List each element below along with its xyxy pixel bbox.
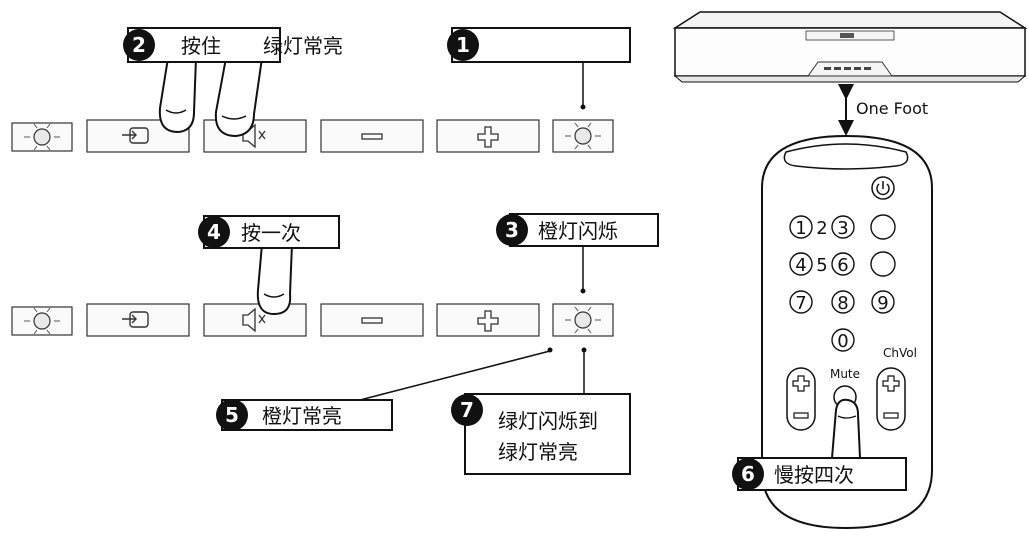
step-4-badge [198,216,230,248]
remote-ir-window [783,143,909,170]
step-2-status: 绿灯常亮 [263,34,343,58]
channel-rocker[interactable] [876,367,906,431]
distance-label: One Foot [856,99,928,118]
digit-button-7[interactable]: 7 [789,290,813,314]
svg-text:0: 0 [837,331,848,352]
step-7-badge [451,394,483,426]
step-7-label: 7 绿灯闪烁到 绿灯常亮 [451,393,631,475]
svg-text:4: 4 [795,255,806,276]
led-right-row1 [552,119,614,153]
step-3-label: 3 橙灯闪烁 [496,213,659,247]
svg-text:按住: 按住 [181,34,221,58]
minus-icon [361,317,383,324]
step-2-badge [123,29,155,61]
leader-step-1 [580,62,586,110]
step-3-badge [496,214,528,246]
svg-text:绿灯闪烁到: 绿灯闪烁到 [498,409,598,433]
svg-text:1: 1 [795,218,806,239]
plus-icon [477,126,499,148]
digit-button-5[interactable]: 5 [816,255,827,276]
digit-button-8[interactable]: 8 [831,290,855,314]
leader-step-7 [581,347,587,394]
volume-down-button-row1[interactable] [320,119,424,153]
plus-icon [882,375,900,392]
digit-button-0[interactable]: 0 [831,328,855,352]
svg-text:橙灯常亮: 橙灯常亮 [262,404,342,428]
plus-icon [792,375,810,392]
leader-step-5 [359,347,553,401]
mute-button-row2[interactable] [203,303,307,337]
minus-icon [793,412,809,419]
minus-icon [883,412,899,419]
minus-icon [361,133,383,140]
svg-text:5: 5 [225,403,239,427]
digit-button-1[interactable]: 1 [789,215,813,239]
led-right-row2 [552,303,614,337]
svg-text:按一次: 按一次 [241,221,301,245]
step-5-badge [216,399,248,431]
step-6-badge [732,458,764,490]
blank-button-a[interactable] [870,214,896,240]
svg-text:2: 2 [132,33,146,57]
panel-row-1 [11,119,614,153]
led-left-row1 [11,122,73,152]
svg-text:8: 8 [837,293,848,314]
digit-button-3[interactable]: 3 [831,215,855,239]
input-source-icon [122,311,149,328]
chvol-label: ChVol [883,346,917,360]
hand-press-once [256,243,293,316]
step-1-badge [447,29,479,61]
svg-text:7: 7 [460,398,474,422]
svg-text:1: 1 [456,33,470,57]
svg-text:4: 4 [207,220,221,244]
soundbar [672,11,1028,83]
input-source-icon [122,127,149,144]
input-button-row2[interactable] [86,303,190,337]
svg-text:绿灯常亮: 绿灯常亮 [498,440,578,464]
soundbar-logo [840,33,854,38]
mute-label: Mute [830,367,860,381]
remote-control: 1 2 3 4 5 6 7 8 9 0 [761,134,933,530]
blank-button-b[interactable] [870,251,896,277]
mute-icon [242,307,266,333]
svg-text:橙灯闪烁: 橙灯闪烁 [538,219,618,243]
panel-row-2 [11,303,614,337]
soundbar-controls [807,61,893,77]
svg-text:慢按四次: 慢按四次 [774,463,854,487]
step-5-label: 5 橙灯常亮 [216,399,393,431]
digit-button-4[interactable]: 4 [789,252,813,276]
svg-text:3: 3 [837,218,848,239]
plus-icon [477,310,499,332]
svg-text:3: 3 [505,218,519,242]
hand-press-remote [831,398,861,459]
svg-text:6: 6 [741,462,755,486]
volume-up-button-row2[interactable] [436,303,540,337]
volume-up-button-row1[interactable] [436,119,540,153]
digit-button-2[interactable]: 2 [816,218,827,239]
digit-button-9[interactable]: 9 [871,290,895,314]
step-6-label: 6 慢按四次 [732,457,907,491]
hand-press-hold [158,57,263,138]
svg-text:7: 7 [795,293,806,314]
leader-step-3 [580,246,586,294]
step-4-label: 4 按一次 [198,215,340,249]
step-2-label: 2 按住 [123,27,281,63]
power-button[interactable] [871,176,895,200]
power-icon [876,181,890,196]
step-1-label: 1 [447,27,631,63]
led-left-row2 [11,306,73,336]
svg-text:9: 9 [877,293,888,314]
digit-button-6[interactable]: 6 [831,252,855,276]
volume-down-button-row2[interactable] [320,303,424,337]
volume-rocker[interactable] [786,367,816,431]
svg-text:6: 6 [837,255,848,276]
